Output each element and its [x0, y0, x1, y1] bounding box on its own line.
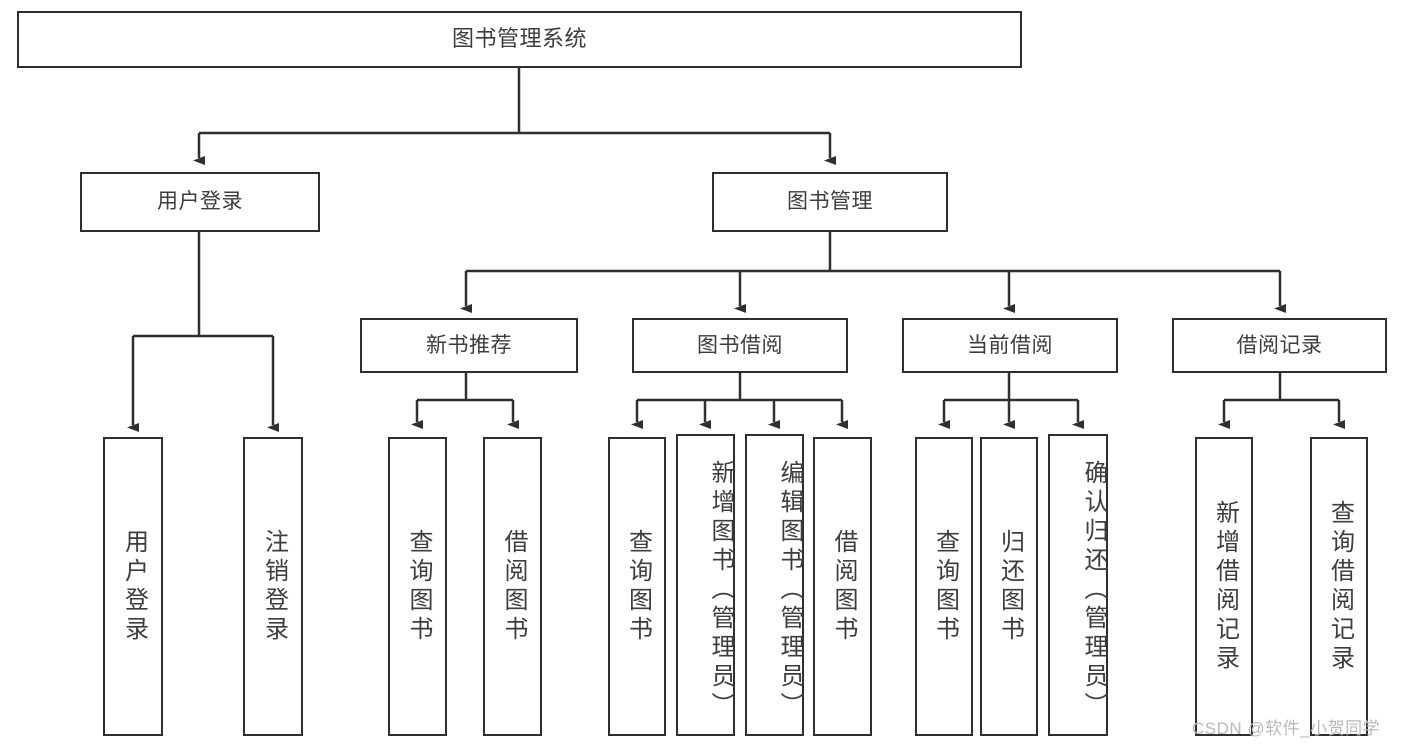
node-label: 新书推荐	[426, 333, 512, 357]
leaf-borrow-add-book-admin[interactable]: 新增图书（管理员）	[676, 434, 735, 736]
node-label: 归还图书	[996, 528, 1024, 645]
node-label: 新增图书（管理员）	[707, 459, 734, 721]
leaf-current-query-book[interactable]: 查询图书	[915, 437, 973, 736]
node-current-borrow[interactable]: 当前借阅	[902, 318, 1118, 373]
leaf-current-confirm-return-admin[interactable]: 确认归还（管理员）	[1048, 434, 1108, 736]
node-label: 注销登录	[260, 528, 288, 645]
node-label: 图书管理系统	[451, 26, 587, 52]
node-label: 查询借阅记录	[1326, 499, 1354, 674]
leaf-borrow-edit-book-admin[interactable]: 编辑图书（管理员）	[745, 434, 804, 736]
node-label: 用户登录	[157, 190, 243, 214]
node-root-book-management-system[interactable]: 图书管理系统	[17, 11, 1022, 68]
node-book-borrow[interactable]: 图书借阅	[632, 318, 848, 373]
node-book-management[interactable]: 图书管理	[712, 172, 948, 232]
node-label: 编辑图书（管理员）	[776, 459, 803, 721]
watermark-text: CSDN @软件_小贺同学	[1192, 719, 1381, 738]
node-label: 查询图书	[931, 528, 959, 645]
node-label: 查询图书	[624, 528, 652, 645]
leaf-recommend-borrow-book[interactable]: 借阅图书	[483, 437, 542, 736]
node-label: 查询图书	[404, 528, 432, 645]
node-label: 借阅图书	[499, 528, 527, 645]
node-label: 借阅图书	[829, 528, 857, 645]
leaf-user-logout[interactable]: 注销登录	[243, 437, 303, 736]
leaf-borrow-query-book[interactable]: 查询图书	[608, 437, 666, 736]
leaf-recommend-query-book[interactable]: 查询图书	[388, 437, 447, 736]
leaf-user-login[interactable]: 用户登录	[103, 437, 163, 736]
node-label: 用户登录	[120, 528, 148, 645]
leaf-current-return-book[interactable]: 归还图书	[980, 437, 1038, 736]
node-label: 当前借阅	[967, 333, 1053, 357]
node-label: 确认归还（管理员）	[1080, 459, 1107, 721]
node-user-login[interactable]: 用户登录	[80, 172, 320, 232]
node-borrow-record[interactable]: 借阅记录	[1172, 318, 1387, 373]
node-new-book-recommend[interactable]: 新书推荐	[360, 318, 578, 373]
node-label: 新增借阅记录	[1211, 499, 1239, 674]
leaf-borrow-borrow-book[interactable]: 借阅图书	[813, 437, 872, 736]
leaf-record-add-borrow-record[interactable]: 新增借阅记录	[1195, 437, 1253, 736]
node-label: 图书管理	[787, 190, 873, 214]
leaf-record-query-borrow-record[interactable]: 查询借阅记录	[1310, 437, 1368, 736]
node-label: 图书借阅	[697, 333, 783, 357]
node-label: 借阅记录	[1236, 333, 1323, 357]
